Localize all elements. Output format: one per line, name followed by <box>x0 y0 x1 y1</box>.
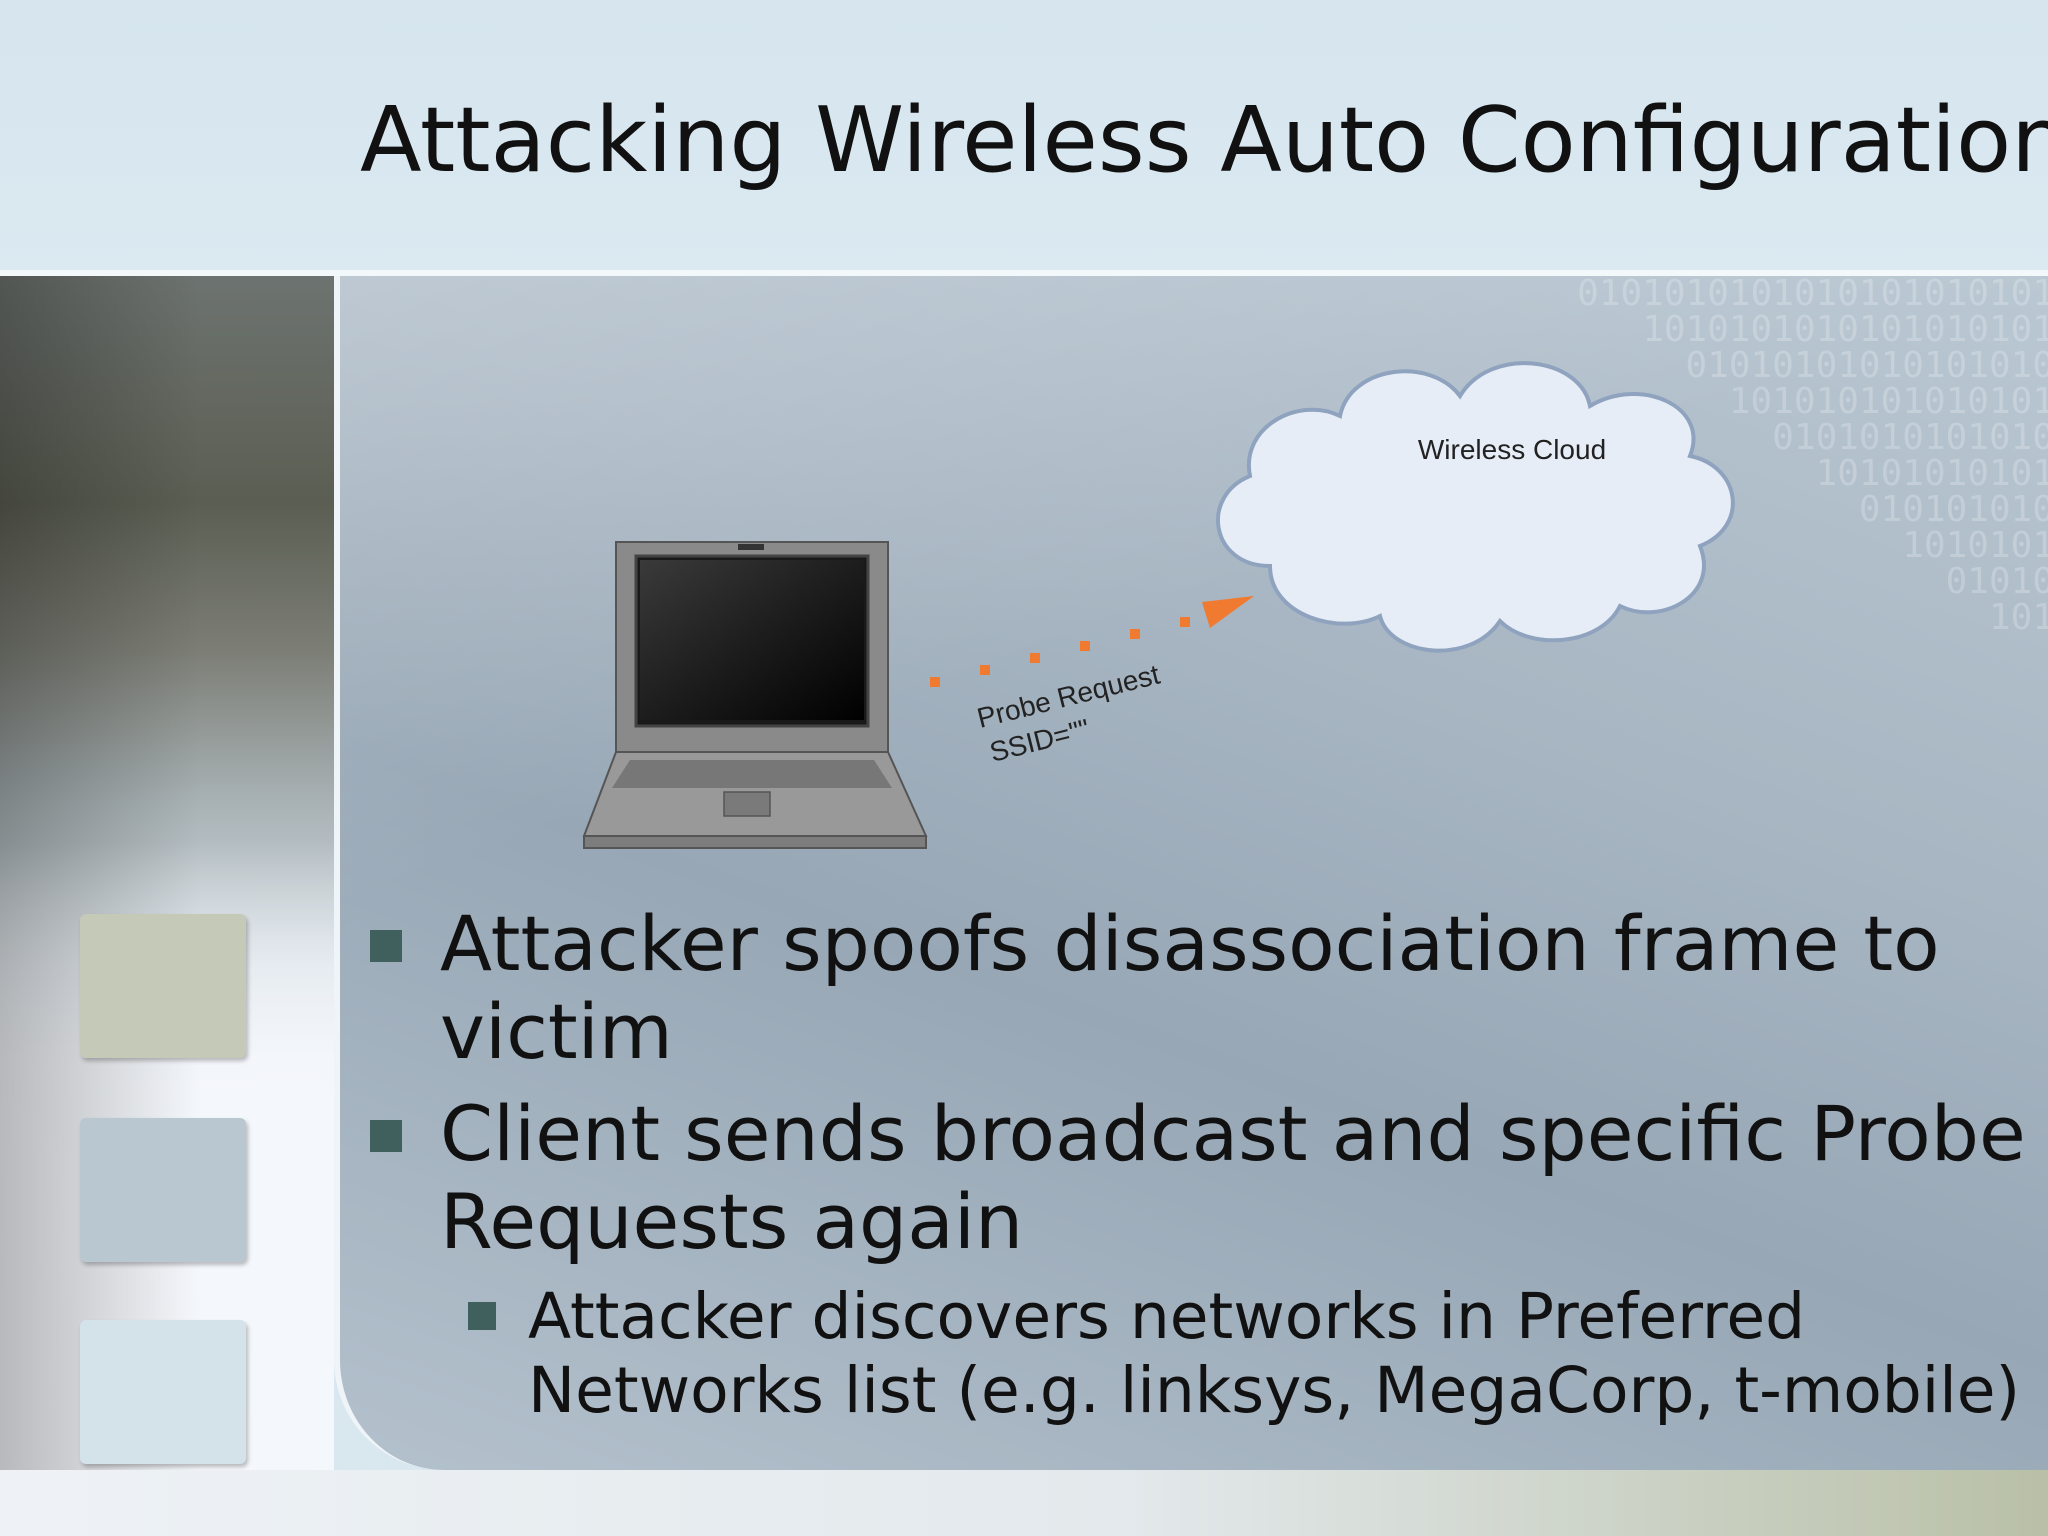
title-band <box>0 0 2048 270</box>
sub-bullet-item: Attacker discovers networks in Preferred… <box>360 1280 2040 1428</box>
bullet-text: Attacker spoofs disassociation frame to … <box>440 899 1940 1076</box>
wireless-cloud-icon <box>1215 361 1735 653</box>
cloud-label: Wireless Cloud <box>1418 434 1606 465</box>
binary-background-pattern: 0101010101010101010101 10101010101010101… <box>1577 276 2048 638</box>
header-divider <box>0 270 2048 276</box>
laptop-icon <box>582 541 928 849</box>
network-diagram: Wireless Cloud <box>582 361 1735 849</box>
bullet-item: Attacker spoofs disassociation frame to … <box>360 900 2040 1076</box>
color-swatch-2 <box>80 1118 246 1262</box>
color-swatch-3 <box>80 1320 246 1464</box>
bullet-square-icon <box>370 1120 402 1152</box>
bullet-list: Attacker spoofs disassociation frame to … <box>360 900 2040 1442</box>
slide-title: Attacking Wireless Auto Configuration <box>360 88 2048 193</box>
color-swatch-1 <box>80 914 246 1058</box>
bullet-text: Client sends broadcast and specific Prob… <box>440 1089 2026 1266</box>
bottom-band <box>0 1470 2048 1536</box>
bullet-item: Client sends broadcast and specific Prob… <box>360 1090 2040 1266</box>
arrow-head-icon <box>1202 596 1254 628</box>
bullet-square-icon <box>468 1302 496 1330</box>
content-panel: 0101010101010101010101 10101010101010101… <box>334 276 2048 1470</box>
bullet-square-icon <box>370 930 402 962</box>
sub-bullet-text: Attacker discovers networks in Preferred… <box>528 1280 2021 1427</box>
probe-arrow <box>930 596 1254 687</box>
